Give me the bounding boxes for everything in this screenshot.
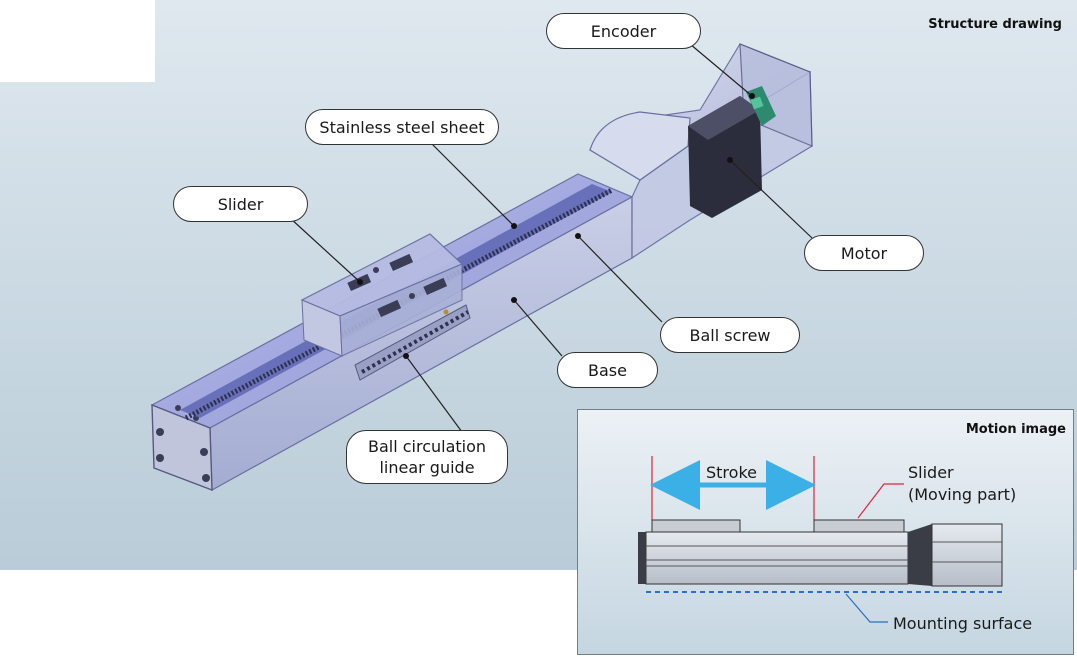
motor-unit-flange bbox=[908, 524, 932, 586]
leader-stainless-steel-sheet bbox=[429, 141, 515, 227]
motor-unit-body bbox=[931, 523, 1003, 587]
motion-image-heading: Motion image bbox=[965, 422, 1066, 437]
structure-drawing-heading: Structure drawing bbox=[928, 17, 1062, 32]
rail-body bbox=[645, 531, 909, 585]
leader-base bbox=[513, 299, 563, 357]
slider-insert bbox=[377, 299, 402, 318]
leader-dot bbox=[511, 297, 517, 303]
callout-base: Base bbox=[557, 352, 658, 388]
leader-dot bbox=[357, 279, 363, 285]
end-cap-screw bbox=[200, 448, 208, 456]
callout-slider: Slider bbox=[173, 186, 308, 222]
leader-linear-guide bbox=[405, 355, 463, 433]
rail-end-cap bbox=[638, 532, 646, 584]
leader-dot bbox=[403, 353, 409, 359]
leader-encoder bbox=[689, 43, 753, 97]
slider-start-position bbox=[651, 519, 741, 533]
base-end-cap bbox=[151, 403, 213, 492]
end-cap-screw bbox=[156, 428, 164, 436]
leader-dot bbox=[749, 93, 755, 99]
slider-end-position bbox=[813, 519, 905, 533]
guide-balls bbox=[361, 310, 469, 374]
background-notch bbox=[0, 0, 155, 82]
leader-slider bbox=[289, 217, 361, 283]
slider-screw bbox=[373, 267, 379, 273]
leader-motor bbox=[729, 159, 813, 239]
leader-dot bbox=[511, 223, 517, 229]
callout-ball-circulation-linear-guide: Ball circulation linear guide bbox=[346, 430, 508, 484]
slider-label: Slider bbox=[908, 463, 954, 482]
mounting-surface-label: Mounting surface bbox=[893, 614, 1033, 633]
leader-slider-moving bbox=[857, 483, 904, 519]
encoder-disc bbox=[750, 96, 764, 110]
leader-dot bbox=[575, 233, 581, 239]
leader-ball-screw bbox=[577, 235, 663, 323]
end-cap-screw bbox=[175, 405, 181, 411]
callout-ball-screw: Ball screw bbox=[660, 317, 800, 353]
stroke-label: Stroke bbox=[706, 463, 757, 482]
moving-part-label: (Moving part) bbox=[908, 485, 1017, 504]
callout-stainless-steel-sheet: Stainless steel sheet bbox=[305, 109, 499, 145]
leader-dot bbox=[727, 157, 733, 163]
motor-body-top bbox=[688, 96, 760, 140]
slider-insert bbox=[423, 277, 448, 296]
end-cap-screw bbox=[156, 454, 164, 462]
callout-motor: Motor bbox=[804, 235, 924, 271]
slider-screw bbox=[409, 293, 415, 299]
end-cap-screw bbox=[202, 474, 210, 482]
callout-encoder: Encoder bbox=[546, 13, 701, 49]
slider-insert bbox=[389, 253, 414, 272]
slider-screw bbox=[443, 309, 449, 315]
leader-mounting-surface bbox=[845, 593, 888, 623]
